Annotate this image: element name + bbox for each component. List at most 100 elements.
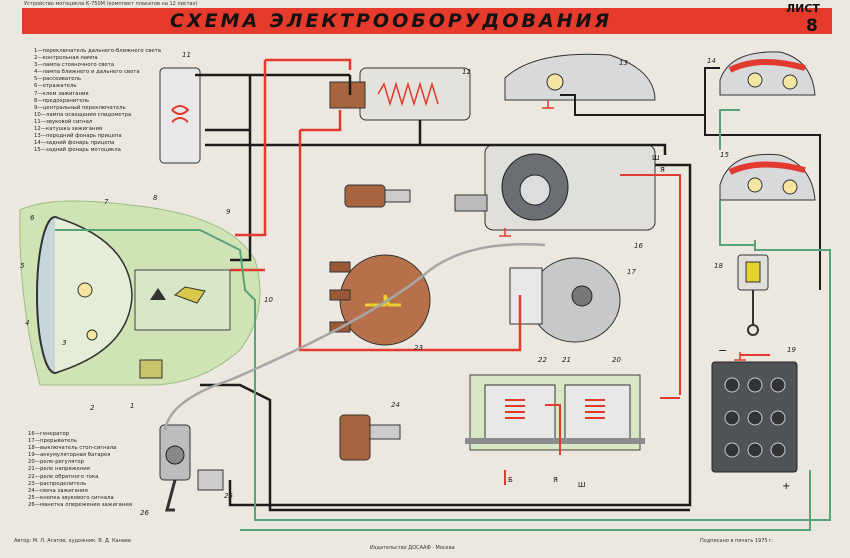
- switch-contact: [150, 288, 166, 300]
- callout-23: 23: [414, 344, 423, 352]
- motorcycle-rear-lamp-bulb-1: [747, 177, 763, 193]
- legend-item: 20—реле-регулятор: [28, 459, 85, 466]
- relay-windings: [505, 399, 605, 419]
- battery-minus: −: [718, 344, 727, 357]
- legend-item: 16—генератор: [28, 431, 70, 437]
- legend-item: 4—лампа ближнего и дальнего света: [34, 69, 140, 76]
- legend-item: 3—лампа стояночного света: [34, 62, 114, 69]
- sheet-label: ЛИСТ: [786, 2, 820, 15]
- ignition-key-icon: [173, 286, 206, 304]
- battery-cell-2: [747, 377, 763, 393]
- wire-black-trailer: [560, 67, 821, 290]
- battery-cell-4: [724, 410, 740, 426]
- ignition-coil: [359, 67, 471, 121]
- terminal-sh-regulator: Ш: [578, 481, 586, 489]
- ignition-lever-knob: [165, 445, 185, 465]
- callout-17: 17: [627, 268, 636, 276]
- callout-2: 2: [90, 404, 95, 412]
- callout-12: 12: [462, 68, 471, 76]
- trailer-rear-lamp-lens: [728, 58, 806, 73]
- footer-center: Издательство ДОСААФ · Москва: [370, 545, 455, 551]
- trailer-front-lamp-bulb: [546, 73, 564, 91]
- battery-cell-5: [747, 410, 763, 426]
- callout-25: 25: [224, 492, 233, 500]
- battery-cell-8: [747, 442, 763, 458]
- legend-bottom: 16—генератор 17—прерыватель 18—выключате…: [28, 431, 132, 509]
- callout-26: 26: [140, 509, 149, 517]
- wire-green-return: [240, 470, 811, 531]
- central-switch: [134, 269, 231, 331]
- page-title: СХЕМА ЭЛЕКТРООБОРУДОВАНИЯ: [170, 10, 613, 32]
- motorcycle-rear-lamp-lens: [728, 161, 806, 175]
- legend-item: 17—прерыватель: [28, 438, 77, 445]
- callout-15: 15: [720, 151, 729, 159]
- battery-cell-6: [770, 410, 786, 426]
- legend-item: 25—кнопка звукового сигнала: [28, 494, 114, 501]
- legend-item: 12—катушка зажигания: [34, 126, 103, 133]
- callout-20: 20: [612, 356, 621, 364]
- motorcycle-rear-lamp-bulb-2: [782, 179, 798, 195]
- top-note: Устройство мотоцикла К-750М (комплект пл…: [24, 1, 198, 7]
- battery-cell-9: [770, 442, 786, 458]
- callout-8: 8: [153, 194, 158, 202]
- generator-armature: [519, 174, 551, 206]
- cable-advance: [163, 243, 546, 431]
- legend-item: 11—звуковой сигнал: [34, 118, 93, 125]
- terminal-b: Б: [508, 476, 513, 484]
- trailer-rear-lamp-bulb-1: [747, 72, 763, 88]
- trailer-rear-lamp: [719, 51, 816, 96]
- callout-5: 5: [20, 262, 25, 270]
- ground-symbol-2: [499, 228, 511, 237]
- motorcycle-rear-lamp: [719, 153, 816, 201]
- coil-winding: [377, 81, 439, 107]
- legend-item: 19—аккумуляторная батарея: [28, 452, 111, 459]
- legend-item: 6—отражатель: [34, 83, 77, 90]
- spark-plug-cap-top: [344, 184, 386, 208]
- callout-9: 9: [226, 208, 231, 216]
- callout-4: 4: [25, 319, 29, 327]
- wire-red-regulator: [504, 174, 770, 485]
- coil-cap: [329, 81, 366, 109]
- legend-item: 8—предохранитель: [34, 97, 90, 104]
- callout-13: 13: [619, 59, 628, 67]
- wire-black-lower: [200, 163, 692, 512]
- horn-coil: [171, 105, 190, 123]
- headlight-reflector: [54, 216, 133, 374]
- wire-green: [55, 109, 831, 521]
- ground-symbol-1: [542, 100, 554, 109]
- legend-item: 15—задний фонарь мотоцикла: [34, 147, 121, 154]
- breaker-cam: [571, 285, 593, 307]
- parking-bulb: [86, 329, 98, 341]
- legend-item: 7—клем зажигания: [34, 90, 89, 97]
- legend-item: 22—реле обратного тока: [28, 473, 99, 480]
- wire-black-upper: [195, 73, 667, 262]
- legend-item: 26—манетка опережения зажигания: [28, 501, 133, 508]
- sheet-number: 8: [806, 16, 818, 36]
- callout-6: 6: [30, 214, 35, 222]
- stop-switch-contact: [745, 261, 761, 283]
- battery-plus: +: [782, 481, 790, 492]
- legend-item: 2—контрольная лампа: [34, 55, 98, 62]
- trailer-rear-lamp-bulb-2: [782, 74, 798, 90]
- legend-item: 21—реле напряжения: [28, 466, 90, 473]
- callout-10: 10: [264, 296, 273, 304]
- callout-7: 7: [104, 198, 109, 206]
- legend-item: 14—задний фонарь прицепа: [34, 140, 115, 147]
- legend-top: 1—переключатель дальнего-ближнего света …: [34, 48, 161, 154]
- callout-19: 19: [787, 346, 796, 354]
- callout-18: 18: [714, 262, 723, 270]
- legend-item: 5—рассеиватель: [34, 76, 82, 83]
- callout-21: 21: [562, 356, 571, 364]
- battery-cell-1: [724, 377, 740, 393]
- spark-plug-bottom: [369, 424, 401, 440]
- ignition-lever-handle: [165, 479, 177, 512]
- headlight-bulb: [77, 282, 93, 298]
- callout-3: 3: [62, 339, 66, 347]
- callout-22: 22: [538, 356, 547, 364]
- terminal-ya-generator: Я: [660, 166, 665, 174]
- legend-item: 24—свеча зажигания: [28, 487, 88, 494]
- distributor-terminal-1: [329, 261, 351, 273]
- terminal-ya-regulator: Я: [553, 476, 558, 484]
- wire-red-main: [230, 58, 522, 352]
- legend-item: 10—лампа освещения спидометра: [34, 111, 132, 118]
